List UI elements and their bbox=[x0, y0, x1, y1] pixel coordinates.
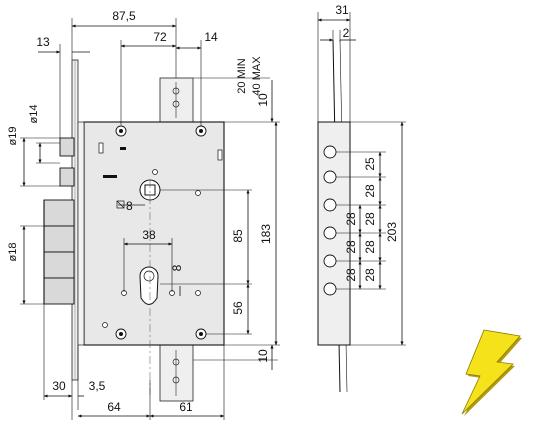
dim-spacing-3: 28 bbox=[363, 212, 377, 226]
dim-faceplate-step: 3,5 bbox=[89, 379, 106, 393]
dim-top-gap: 10 bbox=[256, 93, 270, 107]
front-view bbox=[43, 59, 225, 402]
dim-center-to-lower: 56 bbox=[231, 301, 245, 315]
side-dimensions: 31 2 203 25 28 28 28 28 28 28 bbox=[317, 3, 406, 346]
side-bolts bbox=[323, 145, 337, 296]
top-extension bbox=[159, 77, 194, 123]
dim-diam-inner: ø14 bbox=[28, 105, 40, 124]
dim-overall-height: 203 bbox=[385, 222, 399, 242]
dim-hub-spacing: 38 bbox=[142, 228, 156, 242]
dim-diam-outer: ø19 bbox=[7, 127, 19, 146]
dim-max: 40 MAX bbox=[251, 56, 263, 96]
side-view bbox=[317, 39, 351, 393]
dim-left-span: 64 bbox=[107, 400, 121, 414]
dim-spacing-4: 28 bbox=[363, 240, 377, 254]
latch-bolts bbox=[59, 137, 75, 187]
lock-case bbox=[83, 121, 225, 346]
dead-bolts bbox=[43, 199, 75, 305]
dim-plate-thickness: 2 bbox=[343, 26, 350, 40]
cylinder-profile bbox=[139, 266, 159, 305]
dim-bottom-gap: 10 bbox=[256, 349, 270, 363]
dim-inner-spacing-1: 28 bbox=[344, 212, 358, 226]
dim-right-span: 61 bbox=[179, 400, 193, 414]
dim-inner-spacing-3: 28 bbox=[344, 268, 358, 282]
dim-backset: 72 bbox=[153, 30, 167, 44]
dim-bolt-projection: 30 bbox=[52, 379, 66, 393]
dim-inner-spacing-2: 28 bbox=[344, 240, 358, 254]
bottom-extension bbox=[159, 344, 194, 402]
dim-overall-width: 87,5 bbox=[112, 9, 136, 23]
dim-min: 20 MIN bbox=[236, 58, 248, 94]
dim-upper-to-center: 85 bbox=[231, 229, 245, 243]
lightning-bolt-icon bbox=[461, 329, 522, 416]
dim-bolt-diam: ø18 bbox=[7, 243, 19, 262]
dim-cylinder-offset: 8 bbox=[170, 264, 184, 271]
front-dimensions: 87,5 72 13 14 20 MIN 40 MAX 10 183 85 bbox=[7, 9, 280, 420]
dim-square: 8 bbox=[126, 199, 133, 213]
dim-overall-depth: 31 bbox=[335, 3, 349, 17]
dim-spacing-5: 28 bbox=[363, 268, 377, 282]
dim-edge-to-faceplate: 13 bbox=[36, 35, 50, 49]
dim-spacing-2: 28 bbox=[363, 184, 377, 198]
dim-case-height: 183 bbox=[259, 224, 273, 244]
dim-screw-offset: 14 bbox=[204, 30, 218, 44]
dim-spacing-1: 25 bbox=[363, 157, 377, 171]
